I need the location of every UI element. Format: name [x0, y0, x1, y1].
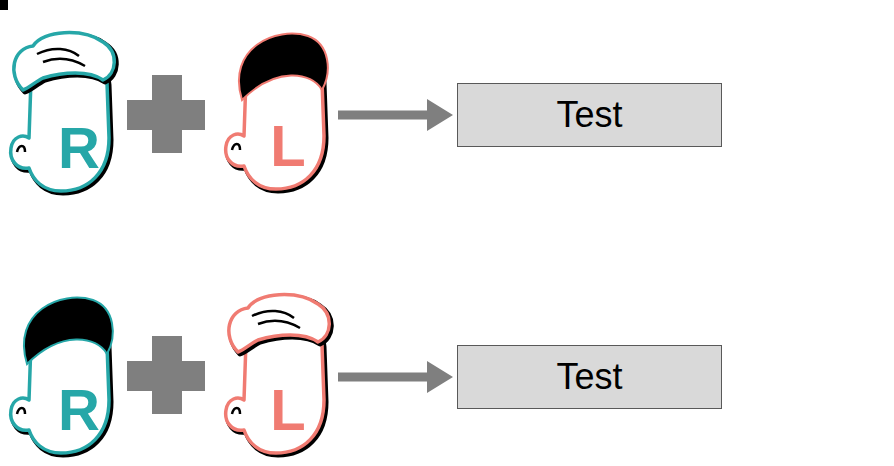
plus-symbol	[127, 336, 205, 414]
side-letter: L	[270, 381, 305, 439]
side-letter: R	[58, 381, 100, 439]
face-figure: R	[3, 28, 113, 193]
flow-arrow	[338, 111, 429, 120]
side-letter: L	[270, 117, 305, 175]
corner-mark	[0, 0, 8, 10]
face-figure: L	[218, 26, 328, 191]
face-figure: R	[3, 290, 113, 455]
test-box: Test	[457, 83, 722, 147]
test-box: Test	[457, 345, 722, 409]
flow-arrow	[338, 373, 429, 382]
box-label: Test	[556, 97, 622, 133]
box-label: Test	[556, 359, 622, 395]
face-figure: L	[218, 290, 328, 455]
side-letter: R	[58, 119, 100, 177]
plus-symbol	[127, 75, 205, 153]
